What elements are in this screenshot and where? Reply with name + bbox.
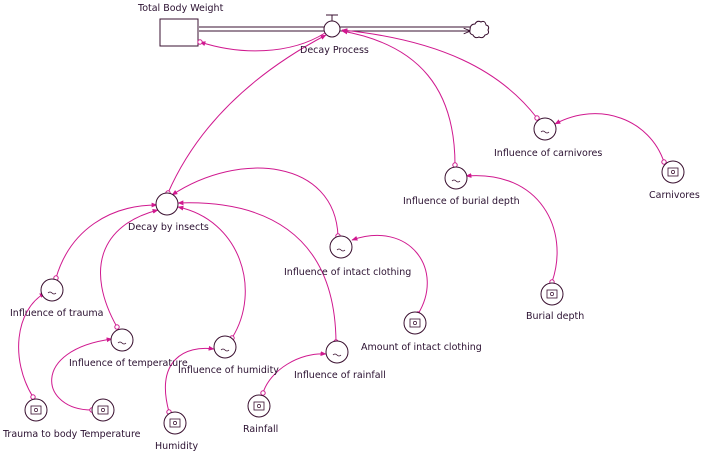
cloud-icon bbox=[469, 20, 490, 39]
flow-label: Decay Process bbox=[300, 45, 369, 56]
inf-burial-label: Influence of burial depth bbox=[403, 196, 520, 207]
valve-icon[interactable] bbox=[323, 14, 341, 38]
influence-of-trauma-node[interactable] bbox=[40, 278, 64, 302]
temperature-input-node[interactable] bbox=[91, 398, 115, 422]
inf-carnivores-label: Influence of carnivores bbox=[494, 148, 603, 159]
clothing-amount-label: Amount of intact clothing bbox=[361, 342, 482, 353]
influence-of-carnivores-node[interactable] bbox=[533, 117, 557, 141]
inf-clothing-label: Influence of intact clothing bbox=[284, 267, 412, 278]
influence-of-clothing-node[interactable] bbox=[329, 235, 353, 259]
carnivores-node[interactable] bbox=[661, 160, 685, 184]
trauma-to-body-temperature-node[interactable] bbox=[24, 398, 48, 422]
decay-insects-label: Decay by insects bbox=[128, 222, 209, 233]
amount-of-intact-clothing-node[interactable] bbox=[403, 311, 427, 335]
burial-depth-label: Burial depth bbox=[526, 311, 585, 322]
decay-by-insects-node[interactable] bbox=[155, 192, 179, 216]
inf-humidity-label: Influence of humidity bbox=[178, 365, 279, 376]
total-body-weight-stock[interactable] bbox=[159, 18, 199, 47]
rainfall-node[interactable] bbox=[247, 394, 271, 418]
carnivores-label: Carnivores bbox=[649, 190, 700, 201]
humidity-label: Humidity bbox=[155, 441, 199, 452]
influence-of-burial-node[interactable] bbox=[444, 166, 468, 190]
burial-depth-node[interactable] bbox=[540, 282, 564, 306]
inf-rainfall-label: Influence of rainfall bbox=[294, 370, 386, 381]
influence-of-rainfall-node[interactable] bbox=[325, 340, 349, 364]
inf-trauma-label: Influence of trauma bbox=[10, 308, 104, 319]
rainfall-label: Rainfall bbox=[243, 424, 279, 435]
trauma-temp-label: Trauma to body Temperature bbox=[3, 429, 141, 440]
influence-of-temperature-node[interactable] bbox=[110, 328, 134, 352]
stock-label: Total Body Weight bbox=[138, 3, 224, 14]
inf-temperature-label: Influence of temperature bbox=[69, 358, 188, 369]
influence-of-humidity-node[interactable] bbox=[213, 335, 237, 359]
connectors bbox=[18, 28, 665, 413]
humidity-node[interactable] bbox=[163, 411, 187, 435]
